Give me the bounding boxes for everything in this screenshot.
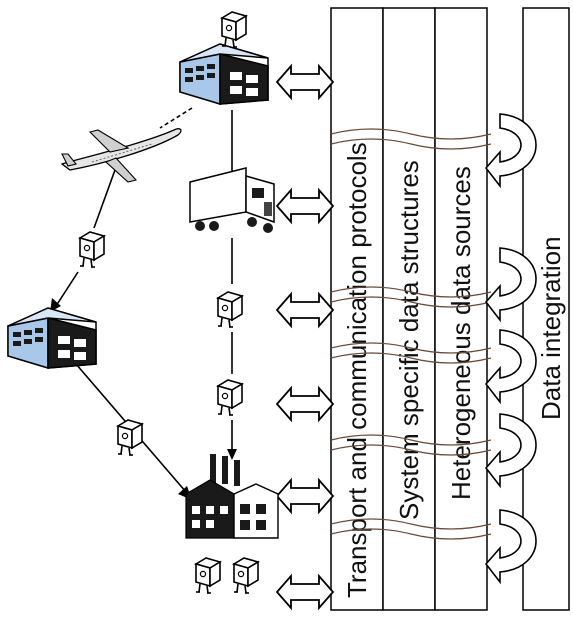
curved-integration-arrow-icon — [484, 113, 537, 189]
airplane-icon — [60, 128, 182, 183]
wavy-link-5b — [330, 528, 492, 540]
bidirectional-arrow-icon — [276, 65, 334, 99]
bidirectional-arrow-icon — [276, 189, 334, 223]
flow-lines — [55, 107, 233, 493]
layer-band-transport: Transport and communication protocols — [330, 7, 384, 611]
layer-label-integration: Data integration — [536, 236, 566, 420]
curved-integration-arrow-icon — [484, 329, 537, 405]
bidirectional-arrow-icon — [276, 387, 334, 421]
layer-label-transport: Transport and communication protocols — [342, 142, 372, 598]
package-icon — [233, 557, 259, 594]
package-icon — [217, 379, 243, 416]
bidirectional-arrow-icon — [276, 293, 334, 327]
curved-integration-arrow-icon — [484, 413, 537, 489]
warehouse-icon — [7, 307, 97, 369]
exchange-arrows — [276, 65, 334, 609]
package-icon — [79, 231, 105, 268]
wavy-link-2 — [330, 286, 492, 298]
factory-icon — [185, 454, 279, 539]
layer-stack: Transport and communication protocols Sy… — [330, 7, 570, 611]
curved-integration-arrow-icon — [484, 509, 537, 585]
curved-integration-arrow-icon — [484, 247, 537, 323]
wavy-link-1b — [330, 138, 492, 150]
bidirectional-arrow-icon — [276, 575, 334, 609]
wavy-link-3b — [330, 352, 492, 364]
layer-band-sources: Heterogeneous data sources — [434, 7, 488, 611]
package-icon — [221, 11, 247, 48]
wavy-link-5 — [330, 518, 492, 530]
package-icon — [117, 419, 143, 456]
layer-band-integration: Data integration — [522, 7, 570, 611]
package-icon — [195, 557, 221, 594]
wavy-link-3 — [330, 342, 492, 354]
truck-icon — [189, 167, 275, 233]
package-icon — [217, 291, 243, 328]
wavy-link-1 — [330, 128, 492, 140]
wavy-link-2b — [330, 296, 492, 308]
layer-band-structures: System specific data structures — [382, 7, 436, 611]
wavy-link-4 — [330, 434, 492, 446]
wavy-link-4b — [330, 444, 492, 456]
warehouse-icon — [179, 43, 269, 105]
layer-label-sources: Heterogeneous data sources — [446, 166, 476, 500]
layer-label-structures: System specific data structures — [394, 160, 424, 520]
bidirectional-arrow-icon — [276, 479, 334, 513]
wavy-links — [330, 128, 492, 540]
integration-arrows — [484, 113, 537, 585]
